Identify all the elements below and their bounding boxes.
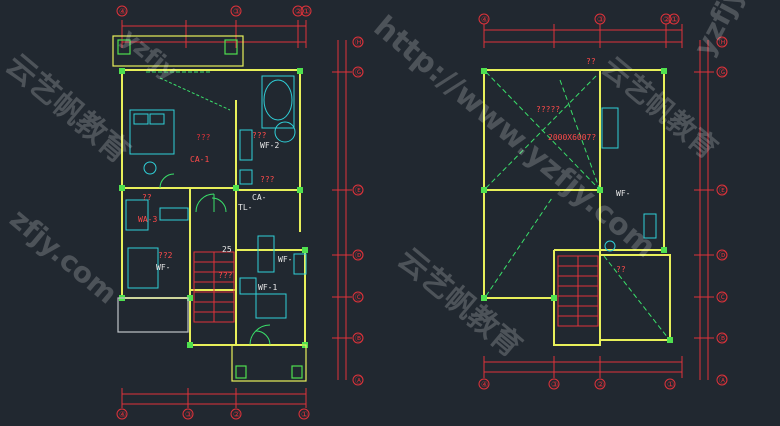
room-dims-right: 2000X6007?	[548, 133, 596, 142]
axis-label-top-right-2: ③	[597, 15, 604, 24]
axis-label-bottom-left-3: ②	[233, 410, 240, 419]
dimension-lines-bottom-left	[121, 388, 307, 408]
axis-label-top-right-4: ①	[671, 15, 678, 24]
axis-label-side-right-e: Ⓔ	[719, 186, 727, 195]
axis-bubbles-side-left	[352, 36, 364, 386]
room-level-mark: 25	[222, 245, 232, 254]
dimension-lines-bottom-right	[483, 356, 683, 378]
stair-left	[193, 251, 235, 323]
room-code-lower: WF-	[156, 263, 170, 272]
furniture-left	[125, 75, 307, 319]
balcony-bottom-left	[117, 297, 307, 382]
dimension-lines-top-left	[121, 20, 307, 48]
axis-bubbles-side-right	[716, 36, 728, 386]
dimension-lines-side-left	[332, 40, 352, 380]
axis-label-bottom-left-2: ③	[185, 410, 192, 419]
axis-label-top-right-1: ④	[481, 15, 488, 24]
axis-label-side-left-h: Ⓗ	[355, 38, 363, 47]
room-code-right: WF-	[616, 189, 630, 198]
axis-label-side-right-c: Ⓒ	[719, 293, 727, 302]
axis-label-bottom-right-3: ②	[597, 380, 604, 389]
room-code-main: CA-1	[190, 155, 209, 164]
axis-label-side-right-g: Ⓖ	[719, 68, 727, 77]
roof-lines-right	[485, 71, 669, 339]
axis-label-bottom-left-4: ①	[301, 410, 308, 419]
axis-bubbles-bottom-right	[478, 378, 676, 390]
balcony-top-left	[112, 35, 244, 67]
room-label-top-right: ?????	[536, 105, 560, 114]
axis-label-side-right-h: Ⓗ	[719, 38, 727, 47]
room-label-mid: ???	[260, 175, 275, 184]
axis-label-top-left-1: ④	[119, 7, 126, 16]
room-code-bath: WF-2	[260, 141, 279, 150]
axis-label-bottom-left-1: ④	[119, 410, 126, 419]
columns-right	[481, 68, 673, 343]
axis-label-side-left-b: Ⓑ	[355, 334, 363, 343]
room-label-bath: ???	[252, 131, 267, 140]
room-code-small: WA-3	[138, 215, 157, 224]
axis-label-side-left-c: Ⓒ	[355, 293, 363, 302]
watermark-url-tail: zfjy.com	[4, 202, 124, 310]
room-code-tl: TL-	[238, 203, 252, 212]
stair-right	[557, 255, 599, 327]
room-code-lower3: WF-	[278, 255, 292, 264]
axis-label-side-right-a: Ⓐ	[719, 376, 727, 385]
axis-label-top-left-2: ③	[233, 7, 240, 16]
axis-bubbles-bottom-left	[116, 408, 310, 420]
fixtures-right	[601, 107, 657, 252]
room-mark-top-right: ??	[586, 57, 596, 66]
room-code-lower2: WF-1	[258, 283, 277, 292]
axis-label-bottom-right-1: ④	[481, 380, 488, 389]
axis-bubbles-top-left	[116, 5, 312, 17]
axis-label-side-right-d: Ⓓ	[719, 251, 727, 260]
axis-label-side-left-e: Ⓔ	[355, 186, 363, 195]
room-label-small: ??	[142, 193, 152, 202]
room-label-lower: ??2	[158, 251, 173, 260]
axis-label-side-left-d: Ⓓ	[355, 251, 363, 260]
floor-plan-right: ④ ③ ② ① ④ ③ ② ①	[478, 13, 728, 390]
axis-label-top-left-3: ②	[295, 7, 302, 16]
axis-label-top-left-4: ①	[303, 7, 310, 16]
room-code-mid: CA-	[252, 193, 266, 202]
watermark-url-short: yzfjy	[687, 0, 751, 61]
dimension-lines-top-right	[483, 24, 683, 48]
floor-plan-left: ④ ③ ② ① ④ ③ ② ①	[112, 5, 364, 420]
room-label-center: ???	[218, 271, 233, 280]
watermark-brand-3: 云艺帆教育	[391, 241, 528, 364]
axis-label-side-left-g: Ⓖ	[355, 68, 363, 77]
doors-left	[146, 71, 271, 346]
axis-bubbles-top-right	[478, 13, 680, 25]
room-label-main: ???	[196, 133, 211, 142]
axis-label-bottom-right-2: ③	[551, 380, 558, 389]
room-mark-lower-right: ??	[616, 265, 626, 274]
axis-label-top-right-3: ②	[663, 15, 670, 24]
axis-label-side-left-a: Ⓐ	[355, 376, 363, 385]
dimension-lines-side-right	[694, 40, 714, 380]
axis-label-bottom-right-4: ①	[667, 380, 674, 389]
axis-label-side-right-b: Ⓑ	[719, 334, 727, 343]
